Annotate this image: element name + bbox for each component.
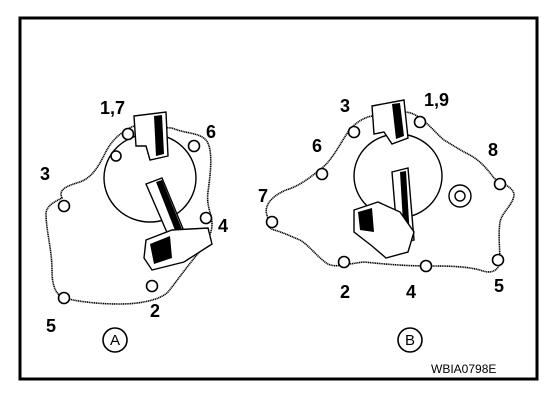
view-a-marker-circle xyxy=(102,327,128,353)
view-a-callout-2: 2 xyxy=(150,301,160,321)
view-b-motor-shading xyxy=(358,208,374,232)
view-b-marker-label: B xyxy=(405,332,415,349)
view-a-marker: A xyxy=(102,327,128,353)
view-a-bracket-shading xyxy=(154,115,164,156)
view-a-callout-1-7: 1,7 xyxy=(100,98,125,118)
view-b-bolt-1-9 xyxy=(413,115,427,129)
view-b-bolt-4 xyxy=(419,259,433,273)
view-a-bolt-4 xyxy=(199,211,213,225)
view-a-drawing xyxy=(45,111,213,305)
view-a-callouts: 1,7 6 3 4 5 2 xyxy=(40,98,228,336)
view-b-callout-7: 7 xyxy=(258,186,268,206)
view-b-marker-circle xyxy=(397,327,423,353)
view-b-callout-1-9: 1,9 xyxy=(424,90,449,110)
view-a-marker-label: A xyxy=(110,332,120,349)
view-a-bolt-1-7 xyxy=(121,127,135,141)
view-b-bolt-7 xyxy=(265,215,279,229)
view-a-arm-shading xyxy=(156,180,184,238)
view-b-callout-3: 3 xyxy=(340,96,350,116)
view-b-callout-2: 2 xyxy=(340,282,350,302)
view-b-callouts: 3 1,9 6 8 7 2 4 5 xyxy=(258,90,504,302)
view-b-marker: B xyxy=(397,327,423,353)
view-a-callout-6: 6 xyxy=(206,122,216,142)
diagram-frame xyxy=(18,16,539,381)
view-a-callout-4: 4 xyxy=(218,216,228,236)
view-a-bolt-5 xyxy=(57,291,71,305)
view-a-bolt-3 xyxy=(57,199,71,213)
view-a-callout-3: 3 xyxy=(40,164,50,184)
view-b-bolt-6 xyxy=(315,167,329,181)
view-b-callout-8: 8 xyxy=(488,140,498,160)
view-b-callout-4: 4 xyxy=(406,282,416,302)
view-a-motor-shading xyxy=(150,236,172,264)
view-b-callout-6: 6 xyxy=(312,136,322,156)
view-b-bolt-3 xyxy=(347,125,361,139)
view-a-callout-5: 5 xyxy=(46,316,56,336)
view-b-bolt-2 xyxy=(337,255,351,269)
view-b-bolt-5 xyxy=(491,253,505,267)
view-a-bolt-1-7-lower xyxy=(110,150,122,162)
view-b-drawing xyxy=(265,99,515,273)
view-b-bolt-8 xyxy=(493,177,507,191)
view-b-port-inner xyxy=(454,190,466,202)
view-a-bolt-2 xyxy=(145,279,159,293)
view-b-bracket-shading xyxy=(392,103,404,139)
view-b-callout-5: 5 xyxy=(494,276,504,296)
view-a-bolt-6 xyxy=(187,139,201,153)
figure-code: WBIA0798E xyxy=(431,362,496,376)
